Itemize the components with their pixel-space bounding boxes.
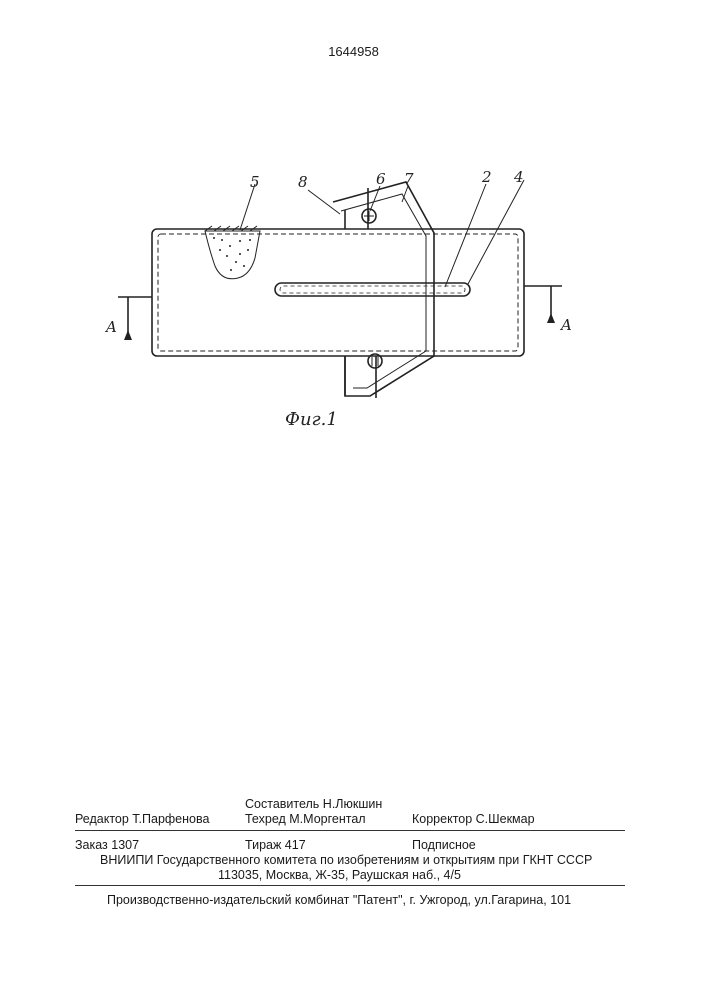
editor: Редактор Т.Парфенова bbox=[75, 812, 209, 826]
label-8: 8 bbox=[298, 173, 308, 191]
label-6: 6 bbox=[376, 170, 386, 188]
label-5: 5 bbox=[250, 173, 260, 191]
body-outline bbox=[152, 229, 524, 356]
label-2: 2 bbox=[481, 168, 492, 186]
circulation: Тираж 417 bbox=[245, 838, 306, 852]
body-inner-dashed bbox=[158, 234, 518, 351]
section-label-right: A bbox=[559, 316, 572, 334]
figure-drawing: 5 8 6 7 2 4 A A Фиг.1 bbox=[0, 0, 707, 440]
address: 113035, Москва, Ж-35, Раушская наб., 4/5 bbox=[218, 868, 461, 882]
figure-caption: Фиг.1 bbox=[285, 409, 338, 430]
compiler: Составитель Н.Люкшин bbox=[245, 797, 382, 811]
tech-editor: Техред М.Моргентал bbox=[245, 812, 366, 826]
label-4: 4 bbox=[513, 168, 524, 186]
label-7: 7 bbox=[404, 170, 414, 188]
publisher: Производственно-издательский комбинат "П… bbox=[107, 893, 571, 907]
section-label-left: A bbox=[104, 318, 117, 336]
corrector: Корректор С.Шекмар bbox=[412, 812, 535, 826]
institute: ВНИИПИ Государственного комитета по изоб… bbox=[100, 853, 592, 867]
slot bbox=[275, 283, 470, 296]
order-number: Заказ 1307 bbox=[75, 838, 139, 852]
divider-bottom bbox=[75, 885, 625, 886]
subscription: Подписное bbox=[412, 838, 476, 852]
divider-top bbox=[75, 830, 625, 831]
bent-frame bbox=[333, 182, 434, 396]
